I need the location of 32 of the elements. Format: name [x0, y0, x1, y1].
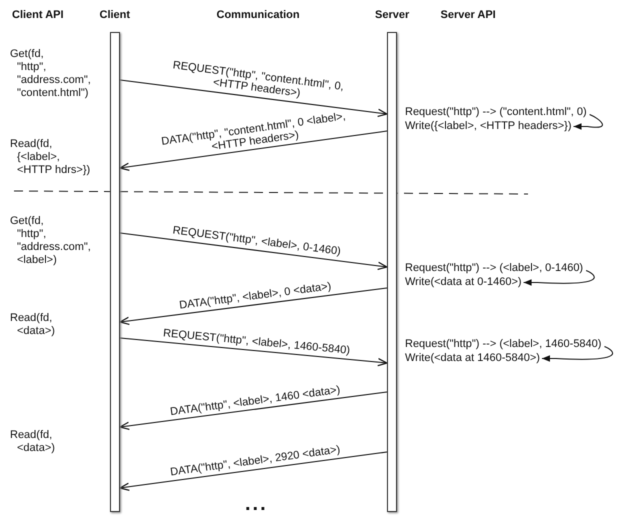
api-call-text: Read(fd, {<label>, <HTTP hdrs>}) [10, 138, 90, 177]
api-call-text: Read(fd, <data>) [10, 429, 56, 455]
message-arrow [119, 130, 388, 171]
message-label: DATA("http", <label>, 0 <data>) [177, 279, 332, 314]
message-label: REQUEST("http", <label>, 1460-5840) [161, 326, 351, 357]
api-call-text: Write(<data at 1460-5840>) [405, 352, 540, 365]
api-call-text: Write(<data at 0-1460>) [405, 276, 522, 289]
message-arrow [120, 338, 388, 366]
message-label: DATA("http", <label>, 2920 <data>) [168, 442, 342, 480]
message-arrow [119, 452, 388, 491]
return-arrow [523, 270, 595, 286]
message-label: DATA("http", "content.html", 0 <label>, <HTTP headers>) [159, 109, 347, 155]
message-arrow [120, 80, 388, 118]
api-call-text: Request("http") --> (<label>, 0-1460) [405, 262, 584, 275]
api-call-text: Get(fd, "http", "address.com", "content.html") [10, 48, 92, 100]
api-call-text: Get(fd, "http", "address.com", <label>) [10, 215, 92, 267]
message-label: DATA("http", <label>, 1460 <data>) [168, 382, 342, 420]
column-heading: Client API [12, 9, 64, 21]
api-call-text: Write({<label>, <HTTP headers>}) [405, 120, 572, 133]
lifeline-heading: Client [100, 9, 130, 21]
column-heading: Communication [216, 9, 300, 21]
return-arrow [541, 346, 613, 362]
message-arrow [119, 392, 388, 430]
api-call-text: Request("http") --> (<label>, 1460-5840) [405, 338, 602, 351]
column-heading: Server API [440, 9, 496, 21]
api-call-text: Read(fd, <data>) [10, 312, 56, 338]
message-arrow [120, 232, 388, 270]
ellipsis: ... [245, 493, 268, 516]
message-arrow [119, 288, 388, 326]
return-arrow [573, 114, 603, 130]
api-call-text: Request("http") --> ("content.html", 0) [405, 106, 587, 119]
lifeline-heading: Server [375, 9, 410, 21]
